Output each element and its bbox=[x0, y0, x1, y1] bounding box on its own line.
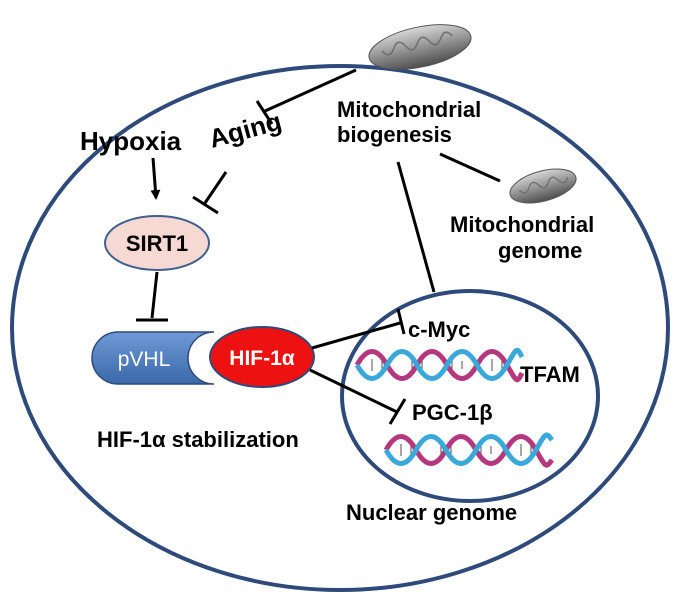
mito-biogenesis-label-line2: biogenesis bbox=[337, 122, 452, 147]
hif1a-inhibits-cmyc-line bbox=[311, 321, 401, 350]
hif1a-label: HIF-1α bbox=[229, 347, 295, 370]
mito-inhibits-aging-bar bbox=[255, 100, 274, 125]
pgc1b-label: PGC-1β bbox=[412, 400, 493, 425]
sirt1-label: SIRT1 bbox=[126, 231, 188, 256]
nuclear-genome-label: Nuclear genome bbox=[346, 500, 517, 525]
mitochondrion-icon bbox=[368, 24, 472, 70]
biogenesis-genome-link bbox=[439, 152, 501, 183]
sirt1-node bbox=[104, 215, 210, 271]
aging-inhibits-sirt1-bar bbox=[192, 195, 219, 215]
mito-inhibits-aging-line bbox=[264, 68, 357, 113]
pvhl-label: pVHL bbox=[118, 348, 171, 371]
aging-label: Aging bbox=[206, 106, 285, 154]
mito-genome-label-line1: Mitochondrial bbox=[450, 212, 594, 237]
cmyc-label: c-Myc bbox=[408, 317, 470, 342]
cell-outline bbox=[10, 64, 670, 592]
tfam-label: TFAM bbox=[520, 362, 580, 387]
biogenesis-nucleus-link bbox=[396, 161, 436, 293]
nucleus-outline bbox=[340, 289, 600, 503]
hif1a-inhibits-pgc1b-line bbox=[309, 368, 398, 414]
mito-genome-label-line2: genome bbox=[498, 238, 582, 263]
mitochondrion-icon bbox=[509, 168, 577, 204]
hypoxia-label: Hypoxia bbox=[80, 126, 182, 156]
hif1a-inhibits-pgc1b-bar bbox=[388, 398, 407, 425]
sirt1-inhibits-pvhl-line bbox=[150, 271, 159, 319]
dna-helix-icon bbox=[383, 432, 554, 468]
hif1a-node bbox=[209, 326, 315, 388]
dna-helix-icon bbox=[354, 347, 525, 383]
mito-biogenesis-label-line1: Mitochondrial bbox=[337, 97, 481, 122]
hypoxia-to-sirt1-arrow bbox=[150, 157, 161, 200]
pvhl-node bbox=[91, 331, 215, 385]
stabilization-label: HIF-1α stabilization bbox=[97, 427, 299, 452]
hif1a-inhibits-cmyc-bar bbox=[396, 308, 406, 335]
aging-inhibits-sirt1-line bbox=[203, 171, 228, 204]
